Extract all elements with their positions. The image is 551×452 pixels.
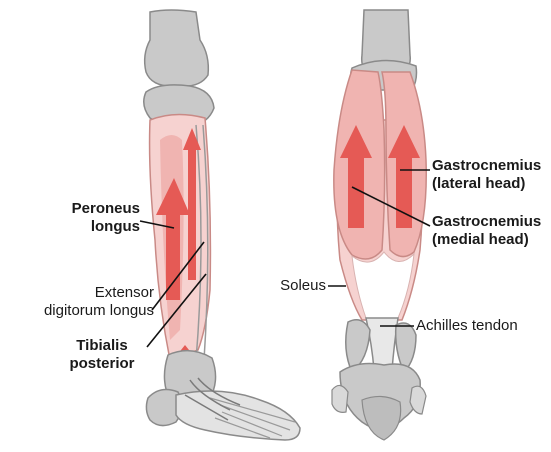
label-peroneus-line2: longus bbox=[40, 218, 140, 236]
label-achilles-tendon: Achilles tendon bbox=[416, 317, 518, 335]
right-leg bbox=[332, 10, 426, 440]
label-extensor-line2: digitorum longus bbox=[4, 302, 154, 320]
label-gastro-medial-line2: (medial head) bbox=[432, 231, 541, 249]
label-gastro-medial-line1: Gastrocnemius bbox=[432, 213, 541, 231]
label-tibialis-line2: posterior bbox=[54, 355, 150, 373]
label-gastro-lateral-line2: (lateral head) bbox=[432, 175, 541, 193]
label-peroneus-longus: Peroneus longus bbox=[40, 200, 140, 236]
left-leg bbox=[144, 10, 300, 440]
label-extensor-line1: Extensor bbox=[4, 284, 154, 302]
foot-left bbox=[176, 391, 300, 440]
heel-pad-right bbox=[362, 396, 401, 440]
label-tibialis-line1: Tibialis bbox=[54, 337, 150, 355]
label-gastrocnemius-lateral: Gastrocnemius (lateral head) bbox=[432, 157, 541, 193]
label-gastrocnemius-medial: Gastrocnemius (medial head) bbox=[432, 213, 541, 249]
label-peroneus-line1: Peroneus bbox=[40, 200, 140, 218]
label-gastro-lateral-line1: Gastrocnemius bbox=[432, 157, 541, 175]
label-extensor-digitorum-longus: Extensor digitorum longus bbox=[4, 284, 154, 320]
label-soleus: Soleus bbox=[258, 277, 326, 295]
label-tibialis-posterior: Tibialis posterior bbox=[54, 337, 150, 373]
femur-left bbox=[145, 10, 209, 86]
